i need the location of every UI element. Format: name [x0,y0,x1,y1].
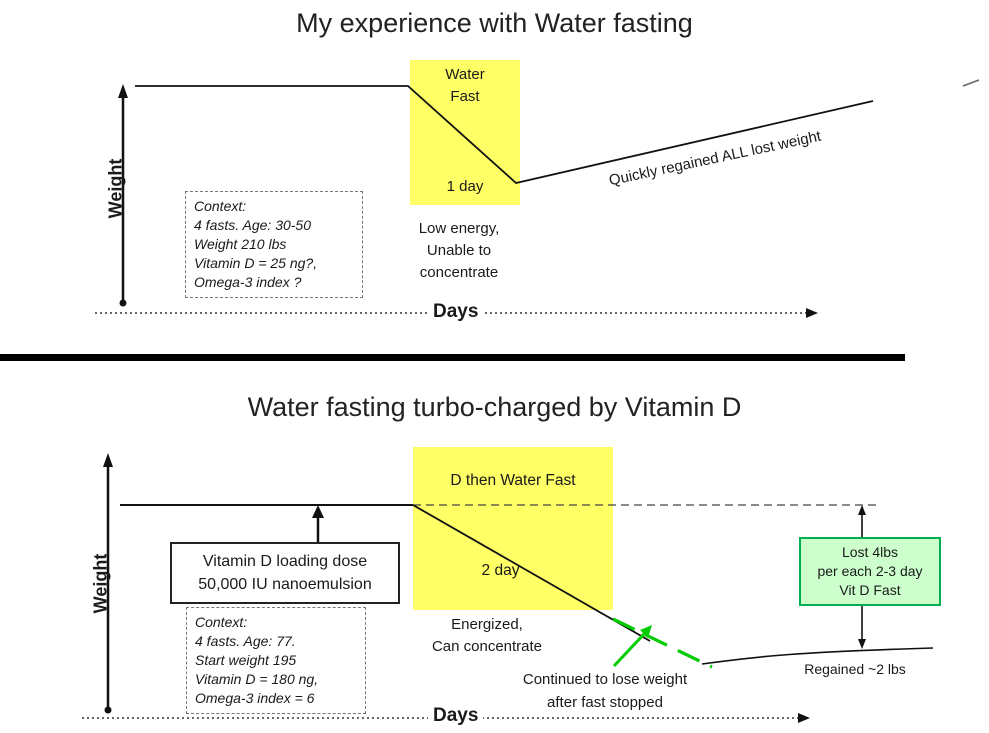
regained-annotation: Regained ~2 lbs [804,661,906,677]
lost-box-line: Vit D Fast [839,582,901,598]
continued-loss-callout-arrow [612,631,647,668]
panel-divider [0,354,905,361]
loss-amount-arrowhead-down-icon [858,639,866,649]
bottom-y-axis-origin-dot [104,706,112,714]
top-x-axis-label: Days [428,301,484,323]
water-fast-label: Water Fast [445,66,485,105]
context-line: Vitamin D = 25 ng?, [194,255,318,271]
bottom-title: Water fasting turbo-charged by Vitamin D [247,392,742,422]
lost-box-line: per each 2-3 day [817,563,923,579]
d-water-fast-duration: 2 day [481,562,520,579]
lost-box-line: Lost 4lbs [841,544,899,560]
bottom-x-axis-label: Days [428,705,484,727]
bottom-state-annotation: Energized, Can concentrate [431,616,543,655]
context-line: Context: [195,614,248,630]
context-line: Omega-3 index = 6 [195,690,315,706]
top-state-annotation: Low energy, Unable to concentrate [418,220,500,281]
context-line: Vitamin D = 180 ng, [195,671,319,687]
context-line: 4 fasts. Age: 77. [195,633,296,649]
context-line: Context: [194,198,247,214]
lost-per-fast-box: Lost 4lbs per each 2-3 day Vit D Fast [799,537,941,606]
water-fast-duration: 1 day [446,178,484,195]
continued-loss-callout-arrowhead-icon [640,625,652,638]
bottom-context-box: Context: 4 fasts. Age: 77. Start weight … [186,607,366,714]
stray-mark [962,79,980,87]
bottom-y-axis-arrowhead-icon [103,453,113,467]
context-line: Start weight 195 [195,652,297,668]
d-water-fast-label: D then Water Fast [450,472,576,489]
top-y-axis-arrowhead-icon [118,84,128,98]
context-line: 4 fasts. Age: 30-50 [194,217,311,233]
top-x-axis-arrowhead-icon [806,308,818,318]
regain-annotation: Quickly regained ALL lost weight [607,127,823,190]
top-y-axis-origin-dot [119,299,127,307]
dose-box: Vitamin D loading dose 50,000 IU nanoemu… [170,542,400,604]
top-title: My experience with Water fasting [296,8,693,38]
dose-arrowhead-icon [312,505,324,518]
top-y-axis-label: Weight [105,158,126,219]
continued-loss-annotation: Continued to lose weight after fast stop… [522,671,688,711]
bottom-x-axis-arrowhead-icon [798,713,810,723]
continued-loss-green-dashed-line [612,617,713,669]
context-line: Omega-3 index ? [194,274,302,290]
loss-amount-arrowhead-up-icon [858,505,866,515]
context-line: Weight 210 lbs [194,236,287,252]
top-context-box: Context: 4 fasts. Age: 30-50 Weight 210 … [185,191,363,298]
bottom-y-axis-label: Weight [90,553,111,614]
